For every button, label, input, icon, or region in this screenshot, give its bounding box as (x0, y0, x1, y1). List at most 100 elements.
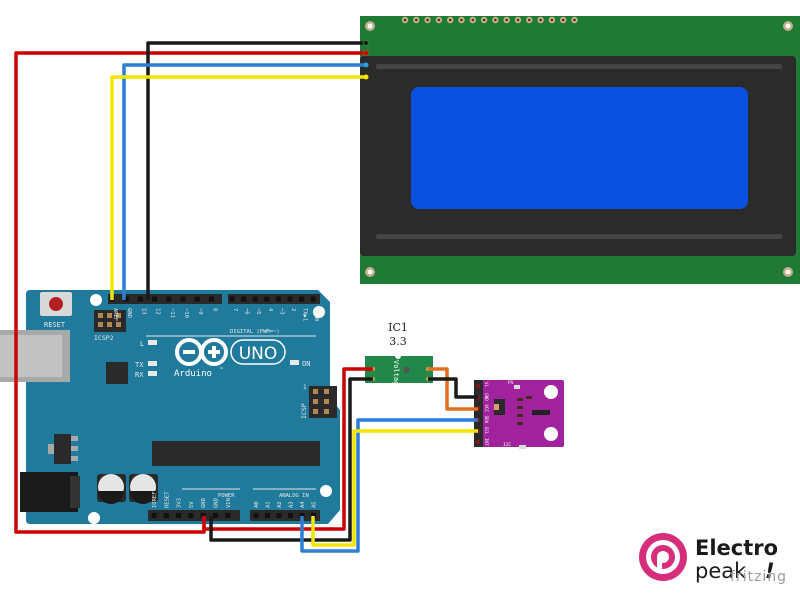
digital-pin (252, 296, 258, 302)
sensor-i2c-label: I2C (503, 442, 511, 448)
digital-pin (180, 296, 186, 302)
voltage-regulator-chip (54, 434, 71, 464)
digital-pin (275, 296, 281, 302)
digital-pin-label: ~10 (183, 308, 189, 318)
power-label: POWER (218, 493, 235, 499)
digital-pin-label: ~3 (278, 308, 284, 315)
power-pin (188, 513, 194, 518)
digital-pin (137, 296, 143, 302)
analog-pin (288, 513, 293, 518)
led-rx (148, 371, 157, 376)
analog-pin-label: A2 (277, 501, 283, 508)
ic1-value: 3.3 (389, 335, 407, 348)
usb-chip (106, 362, 128, 384)
digital-pin-label: ~6 (244, 308, 250, 315)
digital-pin (166, 296, 172, 302)
digital-pin-label: 13 (140, 308, 146, 315)
apds9960-chip (532, 410, 550, 415)
digital-pin (208, 296, 214, 302)
led-rx-label: RX (135, 371, 144, 379)
arduino-logo: UNO Arduino ™ (174, 338, 286, 379)
board-mount-hole (320, 485, 332, 497)
digital-pin-label: 4 (267, 308, 273, 312)
analog-pin (311, 513, 316, 518)
sensor-pin (476, 384, 480, 388)
power-pin (225, 513, 231, 518)
power-pin-label: RESET (164, 491, 170, 508)
sensor-pin-label: SDA (484, 416, 489, 424)
icsp2-pin (98, 322, 103, 327)
led-tx (148, 361, 157, 366)
wire-5v-to-ic1-vin[interactable] (202, 367, 373, 531)
sensor-pin-label: VCC (484, 404, 489, 412)
digital-pin-label: 8 (211, 308, 217, 311)
ic1-ref: IC1 (388, 321, 408, 334)
dc-power-jack (20, 472, 78, 512)
board-mount-hole (88, 512, 100, 524)
board-mount-hole (313, 306, 325, 318)
wire-a5-to-sensor-scl[interactable] (311, 429, 478, 547)
sensor-mount-hole (544, 385, 558, 399)
ic1-pcb (365, 356, 433, 383)
model-label: UNO (239, 344, 278, 364)
icsp-pin (313, 389, 318, 394)
wire-scl-to-lcd-scl[interactable] (110, 75, 366, 300)
voltage-regulator-ic1: IC1 3.3 Voltag (365, 321, 433, 385)
logo-text-peak: peak (695, 559, 747, 583)
power-header (148, 510, 240, 521)
digital-pin-label: ~11 (169, 308, 175, 318)
analog-pin-label: A5 (312, 501, 318, 508)
analog-pin (299, 513, 305, 518)
icsp2-pin (98, 313, 103, 318)
power-pin-label: VIN (226, 498, 232, 508)
wire-ic1-vout-to-sensor-vcc[interactable] (428, 367, 478, 411)
icsp-pin1-label: 1 (303, 384, 307, 391)
minus-sign (183, 350, 195, 354)
digital-pin-label: AREF (112, 308, 118, 321)
reset-button-cap[interactable] (49, 297, 63, 311)
analog-pin-label: A3 (289, 501, 295, 508)
digital-pin (264, 296, 270, 302)
led-l (148, 340, 157, 345)
digital-pin-label: ~5 (255, 308, 261, 315)
sensor-pin-label: GND (484, 393, 489, 401)
wire-a4-to-sensor-sda[interactable] (300, 418, 478, 553)
arduino-label: Arduino (174, 369, 212, 379)
lcd-pin-scl (363, 74, 369, 80)
power-pin-label: GND (214, 498, 220, 508)
wire-sda-to-lcd-sda[interactable] (122, 63, 366, 300)
wires (14, 41, 478, 553)
digital-label: DIGITAL (PWM=~) (230, 329, 280, 335)
sensor-mount-hole (544, 427, 558, 441)
sensor-pin-label: INT (484, 438, 489, 446)
lcd-screen (411, 87, 748, 209)
analog-pin-label: A1 (266, 501, 272, 508)
analog-pin (265, 513, 270, 518)
lcd-header-pins (401, 16, 578, 24)
digital-pin-label: TX▶1 (302, 308, 308, 321)
lcd-mount-holes (365, 21, 793, 277)
power-pin (200, 513, 206, 518)
icsp2-pin (116, 322, 121, 327)
power-pin (213, 513, 218, 518)
digital-header-low (228, 294, 320, 304)
lcd-module (360, 16, 800, 284)
wire-gnd-to-ic1-gnd[interactable] (209, 377, 373, 542)
wire-ic1-gnd-to-sensor-gnd[interactable] (428, 377, 478, 399)
digital-pin (287, 296, 293, 302)
trademark: ™ (219, 367, 224, 373)
digital-pin (310, 296, 316, 302)
logo-text-electro: Electro (695, 536, 778, 560)
uno-badge (230, 339, 286, 365)
sensor-pcb (474, 380, 564, 447)
atmega-chip (152, 441, 320, 466)
wire-gnd-to-lcd-gnd[interactable] (146, 41, 366, 300)
power-pin-label: GND (201, 498, 207, 508)
sensor-ps-label: PS (508, 380, 514, 386)
icsp2-pin (107, 313, 112, 318)
icsp-pin (313, 409, 318, 414)
icsp2-label: ICSP2 (94, 334, 114, 342)
